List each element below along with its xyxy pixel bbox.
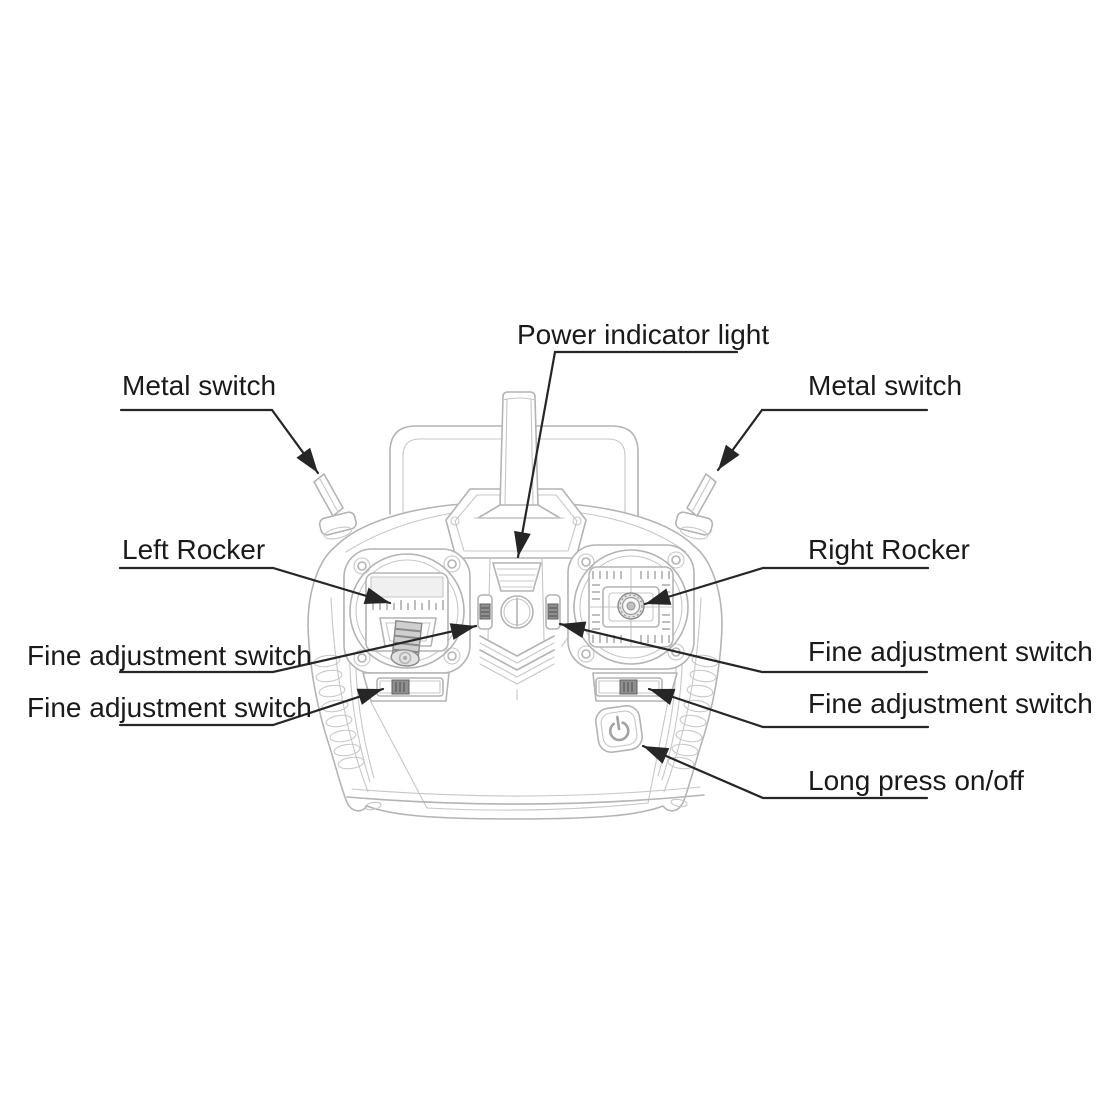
transmitter-device <box>307 391 723 820</box>
right-stick-knob <box>617 592 645 620</box>
label-power-indicator-light: Power indicator light <box>517 319 769 350</box>
label-fine-adjustment-right-top: Fine adjustment switch <box>808 636 1093 667</box>
metal-switch-right <box>675 473 717 540</box>
label-metal-switch-right: Metal switch <box>808 370 962 401</box>
label-fine-adjustment-left-bottom: Fine adjustment switch <box>27 692 312 723</box>
center-dial <box>500 595 534 629</box>
callout-labels: Power indicator light Metal switch Metal… <box>27 319 1093 796</box>
left-vertical-trim-slider <box>477 594 493 630</box>
label-fine-adjustment-left-top: Fine adjustment switch <box>27 640 312 671</box>
antenna <box>473 391 565 519</box>
left-rocker <box>343 548 471 674</box>
callout-leaders <box>118 350 930 800</box>
metal-switch-left <box>313 473 357 540</box>
right-grip-ridges <box>667 654 719 770</box>
right-rocker <box>567 544 695 670</box>
center-console <box>445 488 587 647</box>
right-vertical-trim-slider <box>545 594 561 630</box>
console-chevron-ribs <box>479 635 555 701</box>
power-button <box>595 705 643 753</box>
left-stick <box>390 619 423 667</box>
label-long-press-on-off: Long press on/off <box>808 765 1024 796</box>
label-metal-switch-left: Metal switch <box>122 370 276 401</box>
power-icon <box>609 715 630 742</box>
label-right-rocker: Right Rocker <box>808 534 970 565</box>
right-rocker-scale <box>592 571 670 643</box>
label-left-rocker: Left Rocker <box>122 534 265 565</box>
left-horizontal-trim-slider <box>362 672 450 702</box>
label-fine-adjustment-right-bottom: Fine adjustment switch <box>808 688 1093 719</box>
power-indicator-grille <box>492 562 542 592</box>
